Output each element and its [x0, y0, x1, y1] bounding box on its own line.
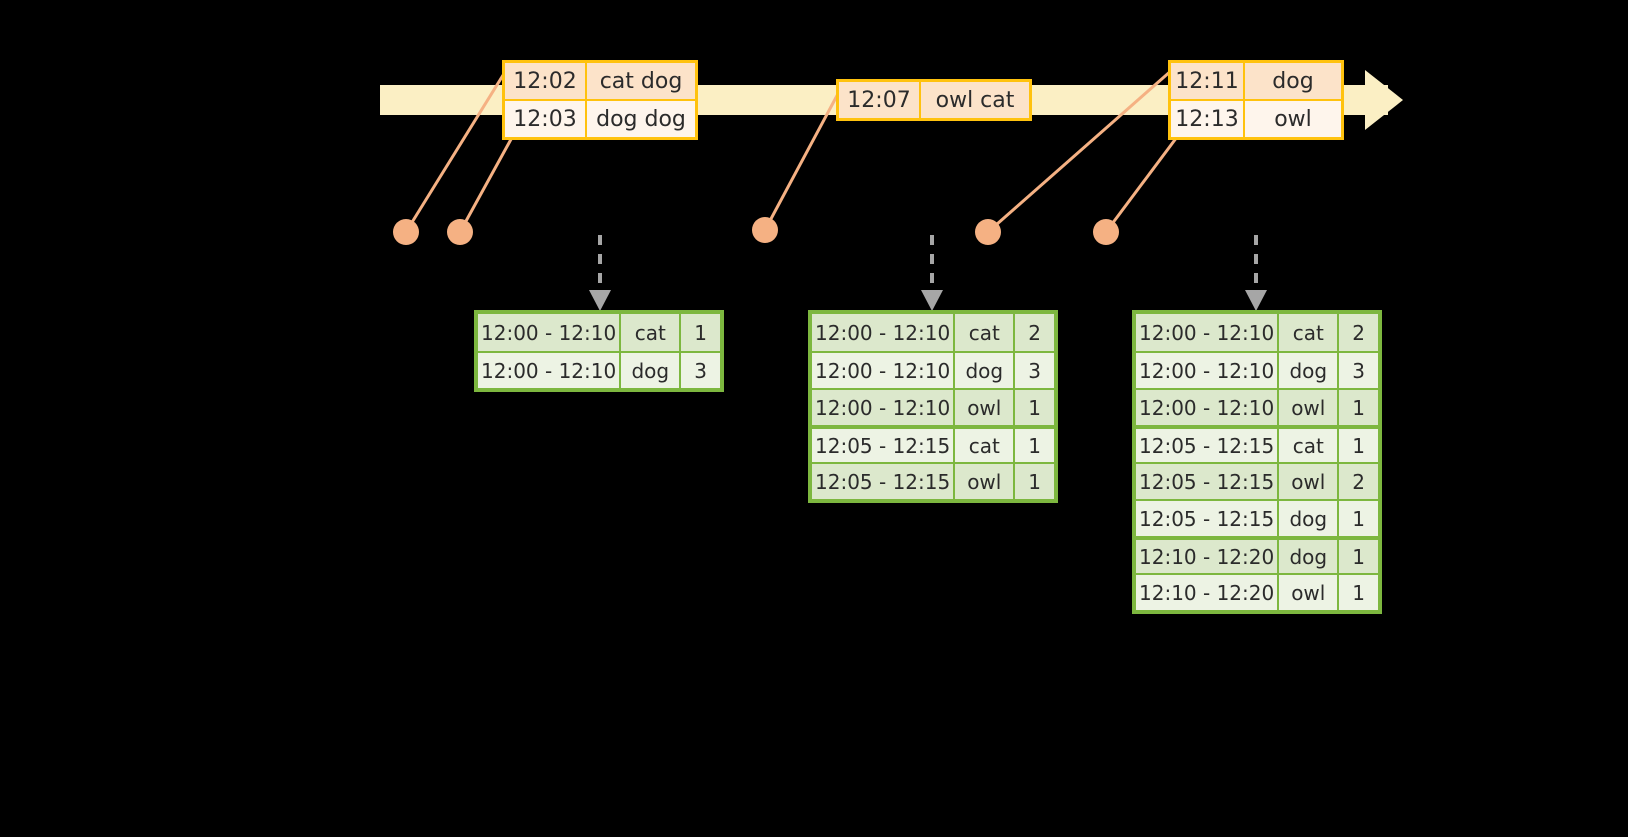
table-row: 12:05 - 12:15 cat 1: [812, 425, 1054, 462]
event-time: 12:03: [505, 101, 587, 137]
cell-window: 12:00 - 12:10: [812, 353, 956, 388]
cell-key: dog: [1279, 353, 1340, 388]
connector-line-2: [458, 131, 517, 233]
cell-key: dog: [621, 353, 682, 388]
cell-window: 12:05 - 12:15: [1136, 501, 1280, 536]
cell-key: dog: [1279, 501, 1340, 536]
table-row: 12:10 - 12:20 owl 1: [1136, 573, 1378, 610]
result-table-3[interactable]: 12:00 - 12:10 cat 2 12:00 - 12:10 dog 3 …: [1132, 310, 1382, 614]
table-row: 12:00 - 12:10 cat 1: [478, 314, 720, 351]
dashed-arrow-head-1: [589, 290, 611, 311]
cell-window: 12:00 - 12:10: [812, 314, 956, 351]
cell-window: 12:00 - 12:10: [1136, 390, 1280, 425]
result-table-1[interactable]: 12:00 - 12:10 cat 1 12:00 - 12:10 dog 3: [474, 310, 724, 392]
cell-key: cat: [621, 314, 682, 351]
cell-key: cat: [1279, 314, 1340, 351]
cell-count: 2: [1352, 469, 1366, 494]
cell-key: cat: [1279, 429, 1340, 462]
event-payload: cat dog: [599, 68, 683, 94]
cell-key: owl: [955, 390, 1016, 425]
cell-window: 12:00 - 12:10: [478, 314, 622, 351]
cell-key: owl: [955, 464, 1016, 499]
cell-window: 12:10 - 12:20: [1136, 540, 1280, 573]
event-row: 12:07 owl cat: [839, 82, 1029, 118]
cell-key: dog: [1279, 540, 1340, 573]
connector-dot-5: [1093, 219, 1119, 245]
cell-count: 1: [1352, 506, 1366, 531]
table-row: 12:00 - 12:10 owl 1: [1136, 388, 1378, 425]
table-row: 12:05 - 12:15 owl 2: [1136, 462, 1378, 499]
cell-count: 3: [1028, 358, 1042, 383]
cell-count: 3: [694, 358, 708, 383]
event-row: 12:03 dog dog: [505, 99, 695, 137]
cell-count: 1: [694, 320, 708, 345]
table-row: 12:05 - 12:15 dog 1: [1136, 499, 1378, 536]
cell-count: 1: [1028, 469, 1042, 494]
cell-count: 1: [1352, 395, 1366, 420]
event-row: 12:02 cat dog: [505, 63, 695, 99]
table-row: 12:10 - 12:20 dog 1: [1136, 536, 1378, 573]
cell-key: dog: [955, 353, 1016, 388]
cell-window: 12:05 - 12:15: [1136, 464, 1280, 499]
table-row: 12:00 - 12:10 dog 3: [478, 351, 720, 388]
cell-count: 1: [1028, 433, 1042, 458]
table-row: 12:05 - 12:15 owl 1: [812, 462, 1054, 499]
table-row: 12:00 - 12:10 cat 2: [1136, 314, 1378, 351]
event-box-group-2[interactable]: 12:07 owl cat: [836, 79, 1032, 121]
event-time: 12:13: [1171, 101, 1245, 137]
dashed-arrow-head-3: [1245, 290, 1267, 311]
cell-count: 1: [1352, 580, 1366, 605]
cell-count: 1: [1028, 395, 1042, 420]
event-payload: dog dog: [596, 106, 686, 132]
cell-key: cat: [955, 429, 1016, 462]
connector-dot-4: [975, 219, 1001, 245]
event-time: 12:02: [505, 63, 587, 99]
event-time: 12:11: [1171, 63, 1245, 99]
cell-key: cat: [955, 314, 1016, 351]
cell-count: 2: [1028, 320, 1042, 345]
event-time: 12:07: [839, 82, 921, 118]
cell-count: 1: [1352, 433, 1366, 458]
cell-key: owl: [1279, 390, 1340, 425]
event-box-group-3[interactable]: 12:11 dog 12:13 owl: [1168, 60, 1344, 140]
cell-window: 12:00 - 12:10: [812, 390, 956, 425]
cell-window: 12:00 - 12:10: [1136, 314, 1280, 351]
cell-window: 12:05 - 12:15: [812, 429, 956, 462]
connector-dot-1: [393, 219, 419, 245]
event-payload: dog: [1272, 68, 1314, 94]
cell-key: owl: [1279, 575, 1340, 610]
timeline-arrow-head: [1365, 70, 1403, 130]
cell-count: 3: [1352, 358, 1366, 383]
table-row: 12:00 - 12:10 dog 3: [812, 351, 1054, 388]
cell-count: 1: [1352, 544, 1366, 569]
event-box-group-1[interactable]: 12:02 cat dog 12:03 dog dog: [502, 60, 698, 140]
connector-dot-3: [752, 217, 778, 243]
connector-dot-2: [447, 219, 473, 245]
cell-key: owl: [1279, 464, 1340, 499]
event-row: 12:13 owl: [1171, 99, 1341, 137]
connector-line-5: [1104, 132, 1182, 233]
dashed-arrow-head-2: [921, 290, 943, 311]
cell-window: 12:05 - 12:15: [1136, 429, 1280, 462]
table-row: 12:00 - 12:10 cat 2: [812, 314, 1054, 351]
event-payload: owl: [1274, 106, 1312, 132]
cell-window: 12:00 - 12:10: [1136, 353, 1280, 388]
table-row: 12:00 - 12:10 owl 1: [812, 388, 1054, 425]
event-payload: owl cat: [935, 87, 1015, 113]
table-row: 12:00 - 12:10 dog 3: [1136, 351, 1378, 388]
cell-window: 12:10 - 12:20: [1136, 575, 1280, 610]
event-row: 12:11 dog: [1171, 63, 1341, 99]
cell-count: 2: [1352, 320, 1366, 345]
table-row: 12:05 - 12:15 cat 1: [1136, 425, 1378, 462]
result-table-2[interactable]: 12:00 - 12:10 cat 2 12:00 - 12:10 dog 3 …: [808, 310, 1058, 503]
cell-window: 12:00 - 12:10: [478, 353, 622, 388]
cell-window: 12:05 - 12:15: [812, 464, 956, 499]
